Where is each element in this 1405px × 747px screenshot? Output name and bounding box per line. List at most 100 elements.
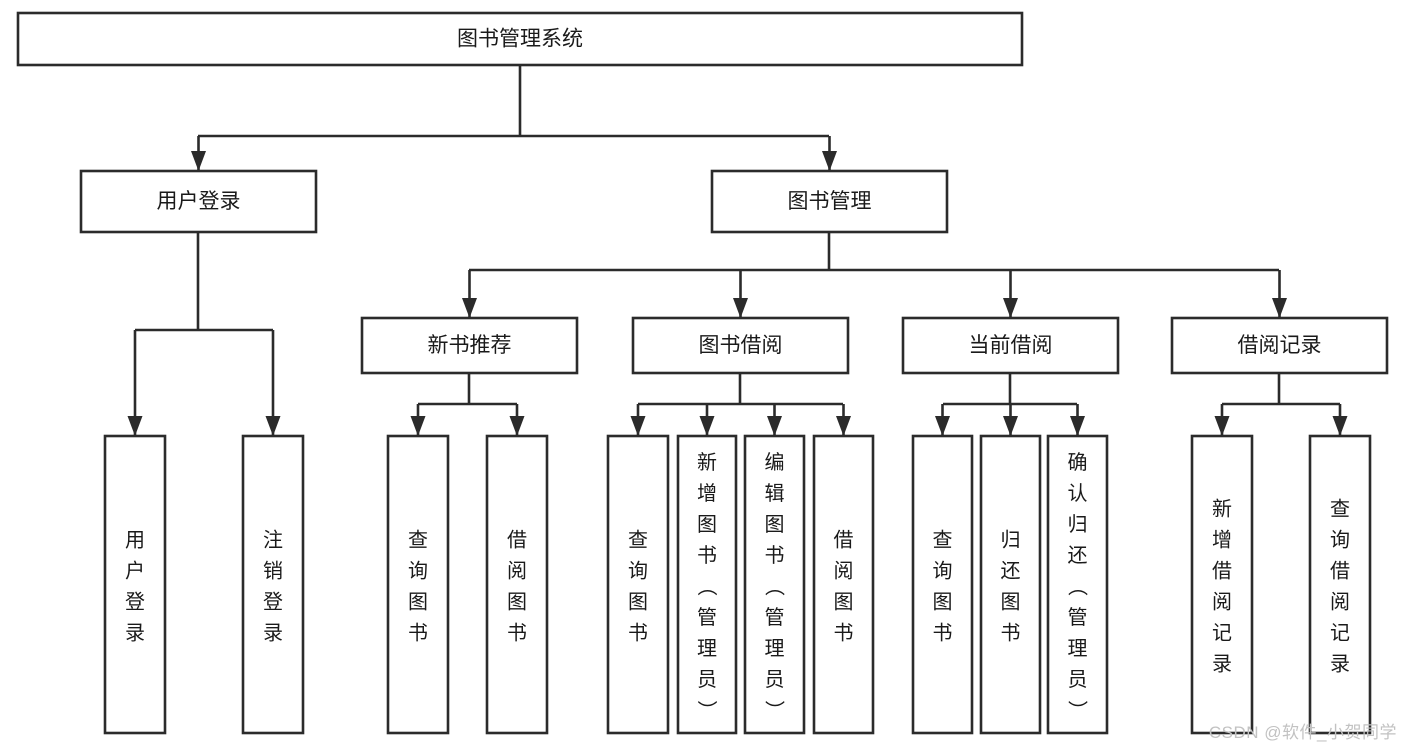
node-label-char: 管 [1068,606,1088,629]
node-label-char: （ [763,576,786,596]
node-label-char: 借 [507,529,527,552]
node-label-char: （ [695,576,718,596]
node-n_records[interactable]: 借阅记录 [1170,316,1389,375]
node-box-n_borrow[interactable] [631,316,850,375]
node-label-char: 户 [125,560,145,583]
connector-edge-n_user_login-to-l_logout [265,330,281,436]
node-root[interactable]: 图书管理系统 [16,11,1024,67]
node-box-l_add_record[interactable] [1190,434,1254,735]
node-label-char: 理 [1068,638,1088,660]
node-label-char: 图 [697,514,717,536]
node-l_borrow_book_2[interactable]: 借阅图书借阅图书 [812,434,875,735]
node-label-char: 录 [1330,654,1350,676]
node-label-char: 图 [1001,592,1021,614]
node-label-char: 图 [628,592,648,614]
node-label-char: 理 [697,638,717,660]
node-n_current[interactable]: 当前借阅 [901,316,1120,375]
arrow-head-icon [1070,416,1085,436]
node-box-l_return_book[interactable] [979,434,1042,735]
node-l_query_book_2[interactable]: 查询图书查询图书 [606,434,670,735]
node-n_user_login[interactable]: 用户登录 [79,169,318,234]
node-label-n_current: 当前借阅 [969,334,1053,357]
node-label-char: 借 [1212,560,1232,583]
node-label-char: 记 [1330,622,1350,645]
node-n_book_mgmt[interactable]: 图书管理 [710,169,949,234]
arrow-head-icon [1214,416,1230,436]
node-label-char: 注 [263,529,283,552]
connector-group-bus-new-rec [418,373,517,406]
node-label-char: 辑 [765,482,785,505]
connector-edge-n_borrow-to-l_borrow_book_2 [836,404,851,436]
nodes-layer: 图书管理系统用户登录图书管理新书推荐图书借阅当前借阅借阅记录用户登录用户登录注销… [16,11,1389,735]
node-box-l_query_book_1[interactable] [386,434,450,735]
node-label-char: 录 [1212,654,1232,676]
node-label-char: ） [1066,700,1089,720]
node-box-n_new_rec[interactable] [360,316,579,375]
node-box-l_query_book_3[interactable] [911,434,974,735]
node-n_borrow[interactable]: 图书借阅 [631,316,850,375]
node-label-char: 书 [697,544,717,567]
node-l_add_record[interactable]: 新增借阅记录新增借阅记录 [1190,434,1254,735]
node-label-char: 询 [408,560,428,583]
node-label-char: 图 [834,592,854,614]
node-label-char: 销 [263,560,283,583]
node-label-char: 阅 [834,560,854,583]
node-box-l_borrow_book_1[interactable] [485,434,549,735]
node-box-root[interactable] [16,11,1024,67]
node-l_query_book_1[interactable]: 查询图书查询图书 [386,434,450,735]
node-box-n_current[interactable] [901,316,1120,375]
connector-edge-n_current-to-l_query_book_3 [935,404,950,436]
node-box-l_query_record[interactable] [1308,434,1372,735]
node-box-l_logout[interactable] [241,434,305,735]
node-box-l_add_book[interactable] [676,434,738,735]
node-l_borrow_book_1[interactable]: 借阅图书借阅图书 [485,434,549,735]
node-label-char: 确 [1068,451,1088,474]
arrow-head-icon [822,151,837,171]
node-label-char: 员 [697,669,717,691]
node-l_return_book[interactable]: 归还图书归还图书 [979,434,1042,735]
node-label-char: 书 [1001,622,1021,645]
node-label-char: 理 [765,638,785,660]
node-label-char: 图 [765,514,785,536]
connector-edge-n_user_login-to-l_user_login [127,330,143,436]
node-label-n_user_login: 用户登录 [157,190,241,213]
node-label-char: （ [1066,576,1089,596]
connector-edge-n_current-to-l_return_book [1003,404,1018,436]
node-l_user_login[interactable]: 用户登录用户登录 [103,434,167,735]
connector-edge-n_new_rec-to-l_borrow_book_1 [509,404,525,436]
connector-group-bus-root [198,65,829,138]
node-label-char: ） [695,700,718,720]
node-label-char: 归 [1068,513,1088,536]
node-label-char: 增 [697,482,717,505]
node-label-n_borrow: 图书借阅 [699,334,783,357]
connector-edge-n_borrow-to-l_edit_book [767,404,782,436]
node-box-l_query_book_2[interactable] [606,434,670,735]
node-n_new_rec[interactable]: 新书推荐 [360,316,579,375]
node-box-n_user_login[interactable] [79,169,318,234]
node-box-n_book_mgmt[interactable] [710,169,949,234]
node-box-n_records[interactable] [1170,316,1389,375]
connector-edge-n_book_mgmt-to-n_current [1003,270,1018,318]
node-l_query_book_3[interactable]: 查询图书查询图书 [911,434,974,735]
arrow-head-icon [265,416,281,436]
node-label-char: ） [763,700,786,720]
arrow-head-icon [836,416,851,436]
node-label-char: 阅 [1330,591,1350,614]
node-l_query_record[interactable]: 查询借阅记录查询借阅记录 [1308,434,1372,735]
arrow-head-icon [699,416,715,436]
node-box-l_confirm_return[interactable] [1046,434,1109,735]
node-box-l_borrow_book_2[interactable] [812,434,875,735]
node-l_logout[interactable]: 注销登录注销登录 [241,434,305,735]
node-label-char: 阅 [507,560,527,583]
connector-group-bus-current [943,373,1077,406]
node-label-char: 用 [125,530,145,552]
arrow-head-icon [1332,416,1348,436]
node-box-l_user_login[interactable] [103,434,167,735]
node-label-char: 图 [408,592,428,614]
node-box-l_edit_book[interactable] [743,434,806,735]
